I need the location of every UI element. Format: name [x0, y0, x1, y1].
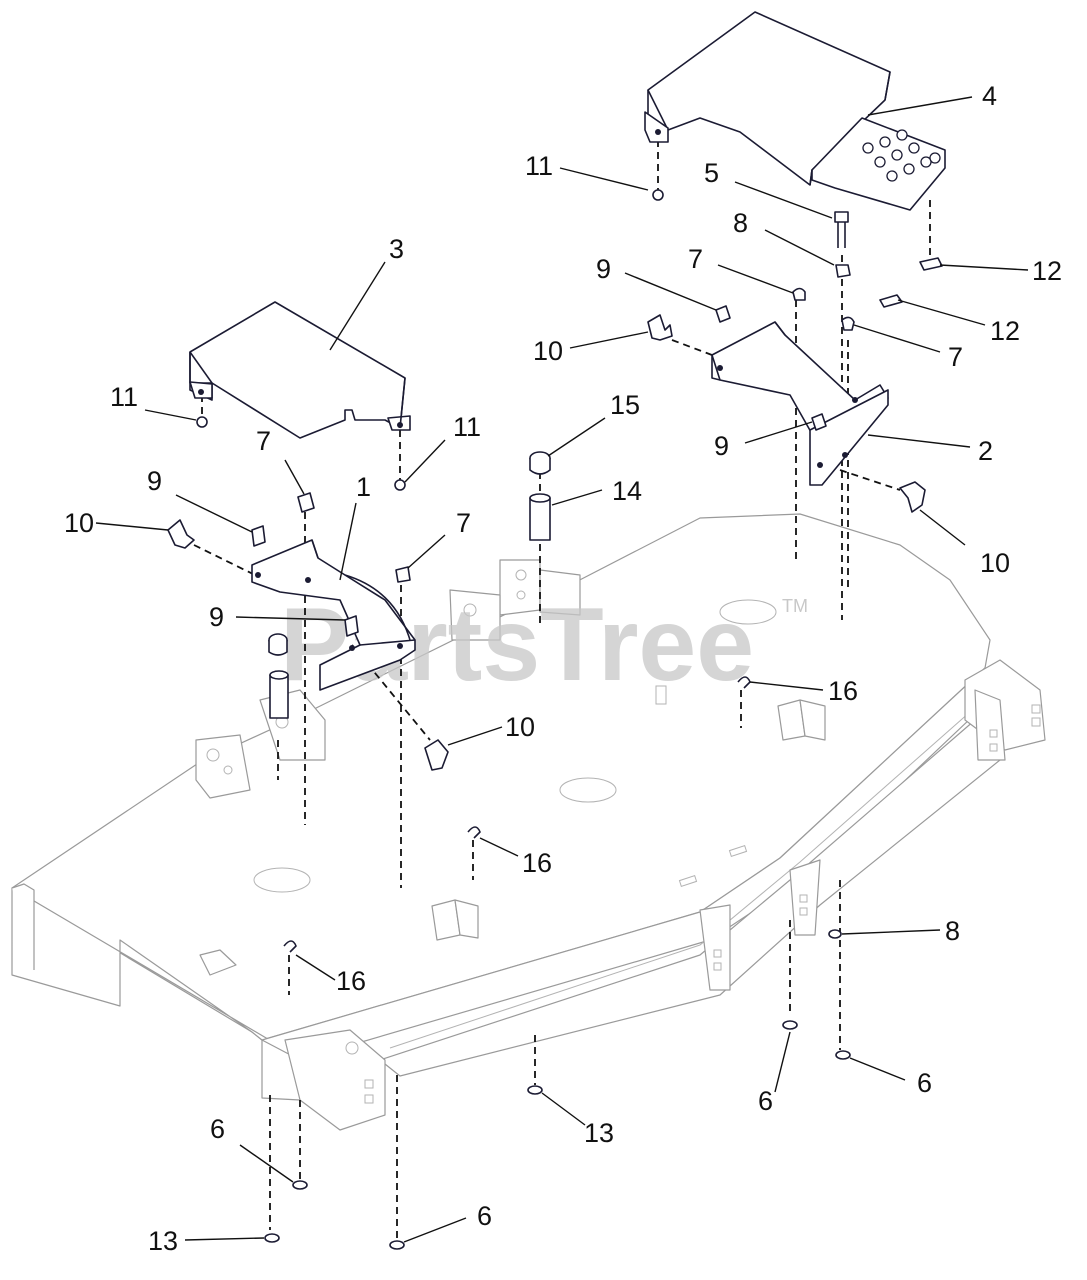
callout-7: 7 — [256, 426, 271, 456]
callout-16: 16 — [336, 966, 366, 996]
callout-9: 9 — [596, 254, 611, 284]
bracket-part-2 — [711, 321, 889, 486]
leader-lines — [95, 96, 1029, 1243]
callout-10: 10 — [505, 712, 535, 742]
callout-9: 9 — [147, 466, 162, 496]
callout-8: 8 — [945, 916, 960, 946]
mower-deck — [11, 513, 1046, 1131]
callout-13: 13 — [148, 1226, 178, 1256]
callout-11: 11 — [453, 412, 481, 442]
callout-7: 7 — [456, 508, 471, 538]
cover-part-3 — [189, 301, 411, 439]
callout-15: 15 — [610, 390, 640, 420]
callout-6: 6 — [210, 1114, 225, 1144]
callout-9: 9 — [714, 431, 729, 461]
callout-9: 9 — [209, 602, 224, 632]
callout-7: 7 — [688, 244, 703, 274]
callout-12: 12 — [990, 316, 1020, 346]
assembly-lines — [193, 140, 931, 1240]
callout-16: 16 — [522, 848, 552, 878]
callout-14: 14 — [612, 476, 642, 506]
watermark-tm: TM — [782, 596, 808, 616]
callout-6: 6 — [758, 1086, 773, 1116]
callout-3: 3 — [389, 234, 404, 264]
callout-4: 4 — [982, 81, 997, 111]
callout-7: 7 — [948, 342, 963, 372]
callout-11: 11 — [525, 151, 553, 181]
hardware — [167, 189, 943, 1250]
callout-10: 10 — [64, 508, 94, 538]
cover-part-4 — [644, 11, 946, 211]
callout-labels: 4 11 5 8 12 9 7 12 7 10 3 11 15 9 2 11 7… — [64, 81, 1062, 1256]
bracket-part-1 — [251, 539, 416, 691]
callout-13: 13 — [584, 1118, 614, 1148]
callout-6: 6 — [477, 1201, 492, 1231]
callout-2: 2 — [978, 436, 993, 466]
callout-10: 10 — [533, 336, 563, 366]
callout-6: 6 — [917, 1068, 932, 1098]
callout-11: 11 — [110, 382, 138, 412]
callout-16: 16 — [828, 676, 858, 706]
callout-5: 5 — [704, 158, 719, 188]
callout-8: 8 — [733, 208, 748, 238]
callout-10: 10 — [980, 548, 1010, 578]
callout-12: 12 — [1032, 256, 1062, 286]
callout-1: 1 — [356, 472, 371, 502]
